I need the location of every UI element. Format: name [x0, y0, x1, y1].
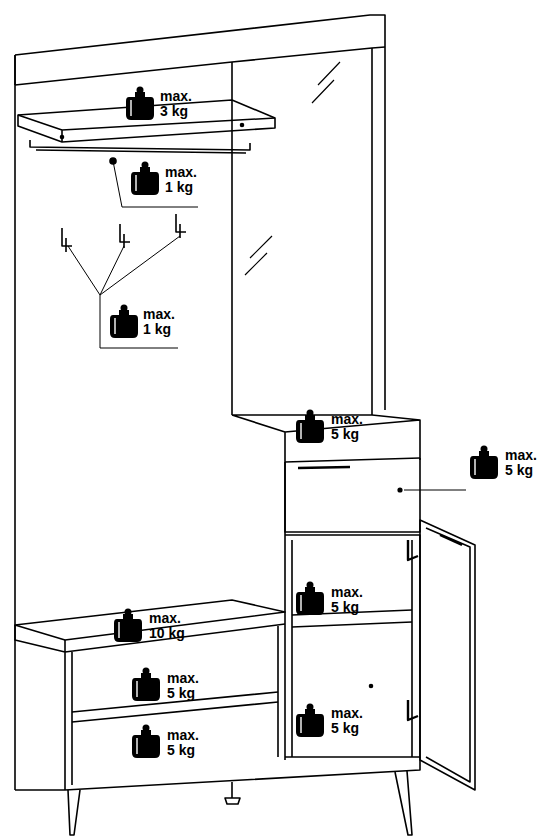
load-label: max. 5 kg	[167, 671, 207, 701]
load-label: max. 5 kg	[167, 728, 207, 758]
load-label: max. 5 kg	[331, 706, 371, 736]
load-label: max. 1 kg	[143, 307, 183, 337]
load-label: max. 10 kg	[149, 611, 189, 641]
load-label: max. 1 kg	[165, 165, 205, 195]
load-label: max. 5 kg	[331, 585, 371, 615]
load-label: max. 5 kg	[505, 448, 545, 478]
load-label: max. 5 kg	[331, 412, 371, 442]
load-label: max. 3 kg	[160, 89, 200, 119]
